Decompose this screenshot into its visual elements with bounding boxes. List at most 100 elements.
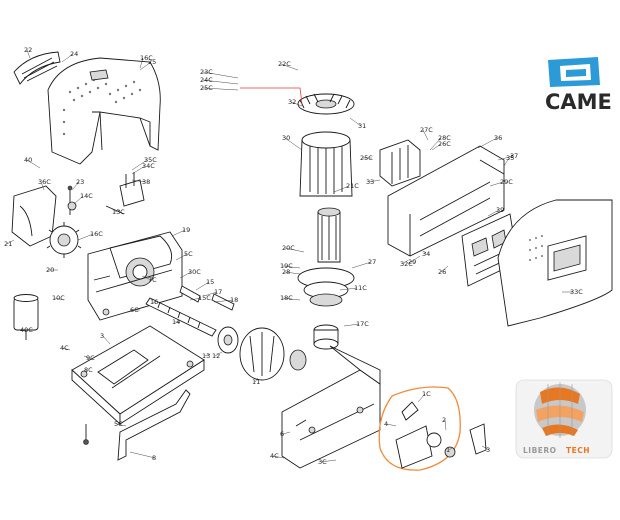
part-label: 26 <box>438 268 446 276</box>
leader-line <box>202 87 239 91</box>
part-label: 4C <box>270 452 279 460</box>
part-label: 27 <box>368 258 376 266</box>
leader-line <box>272 455 285 459</box>
part-label: 15 <box>206 278 214 286</box>
output-shaft-bushings <box>179 285 235 311</box>
liberotech-globe-icon <box>534 382 586 438</box>
part-label: 40 <box>24 156 32 164</box>
part-label: 31 <box>358 122 366 130</box>
part-label: 38 <box>142 178 150 186</box>
leader-line <box>284 271 301 275</box>
leader-line <box>386 423 397 427</box>
part-label: 17 <box>214 288 222 296</box>
leader-line <box>282 431 291 435</box>
leader-line <box>213 299 234 303</box>
leader-line <box>71 181 80 191</box>
motor-flange <box>297 267 355 307</box>
cover-vent-grille <box>13 51 61 85</box>
part-label: 2 <box>442 416 446 424</box>
part-label: 4 <box>384 420 388 428</box>
leader-line <box>6 239 15 245</box>
part-label: 21 <box>4 240 12 248</box>
leader-line <box>284 137 303 151</box>
part-label: 35C <box>144 156 157 164</box>
leader-line <box>73 195 84 205</box>
leader-line <box>333 185 350 193</box>
leader-line <box>139 57 144 69</box>
assembly-line <box>240 87 303 105</box>
leader-line <box>368 179 381 183</box>
part-label: 32 <box>288 98 296 106</box>
leader-line <box>131 159 148 171</box>
part-label: 1C <box>422 390 431 398</box>
leader-line <box>152 301 157 305</box>
part-label: 18 <box>230 296 238 304</box>
part-label: 28 <box>282 268 290 276</box>
part-label: 17C <box>356 320 369 328</box>
leader-lines <box>6 49 573 463</box>
part-label: 21C <box>346 182 359 190</box>
part-label: 39 <box>496 206 504 214</box>
leader-line <box>54 297 65 301</box>
part-label: 30 <box>282 134 290 142</box>
leader-line <box>320 459 337 463</box>
base-plate <box>71 325 205 426</box>
leader-line <box>351 261 372 269</box>
leader-line <box>343 323 360 327</box>
leader-line <box>40 181 45 191</box>
transformer <box>379 139 421 187</box>
part-label: 3C <box>318 458 327 466</box>
worm-gear-shaft <box>145 297 239 354</box>
leader-line <box>114 209 121 213</box>
leader-line <box>26 49 31 59</box>
part-label: 19C <box>280 262 293 270</box>
part-label: 20C <box>282 244 295 252</box>
motor-stator <box>299 131 353 197</box>
part-label: 25 <box>148 58 156 66</box>
protective-housing <box>11 185 57 247</box>
leader-line <box>422 129 429 141</box>
leader-line <box>290 101 303 107</box>
part-label: 29 <box>408 258 416 266</box>
leader-line <box>129 451 156 459</box>
electrical-housing <box>281 345 381 469</box>
part-label: 33C <box>570 288 583 296</box>
part-label: 3 <box>486 446 490 454</box>
leader-line <box>116 423 127 427</box>
part-label: 6 <box>280 430 284 438</box>
part-label: 16C <box>140 54 153 62</box>
part-label: 33 <box>366 178 374 186</box>
control-box-housing <box>387 145 505 257</box>
leader-line <box>171 229 186 237</box>
motor-rotor <box>317 207 341 263</box>
leader-line <box>203 291 218 297</box>
part-label: 32C <box>400 260 413 268</box>
leader-line <box>202 71 239 79</box>
part-label: 23 <box>76 178 84 186</box>
leader-line <box>444 419 447 431</box>
part-label: 26C <box>438 140 451 148</box>
leader-line <box>141 275 152 281</box>
part-label: 23C <box>200 68 213 76</box>
leader-line <box>195 281 210 291</box>
gearmotor-cover <box>47 57 161 165</box>
leader-line <box>26 159 41 169</box>
leader-line <box>83 355 90 359</box>
leader-line <box>282 265 301 269</box>
drive-pinion <box>46 222 82 258</box>
part-label: 28C <box>438 134 451 142</box>
liberotech-suffix: TECH <box>566 446 590 455</box>
part-label: 13 <box>202 352 210 360</box>
part-label: 30C <box>188 268 201 276</box>
leader-line <box>410 255 421 263</box>
leader-line <box>477 137 498 149</box>
control-panel-cover <box>497 199 613 327</box>
leader-line <box>503 157 510 167</box>
leader-line <box>402 259 409 265</box>
leader-line <box>280 63 299 71</box>
leader-line <box>282 297 301 301</box>
leader-line <box>284 247 305 253</box>
part-label: 4C <box>60 344 69 352</box>
part-label: 7C <box>148 276 157 284</box>
part-label: 5C <box>184 250 193 258</box>
